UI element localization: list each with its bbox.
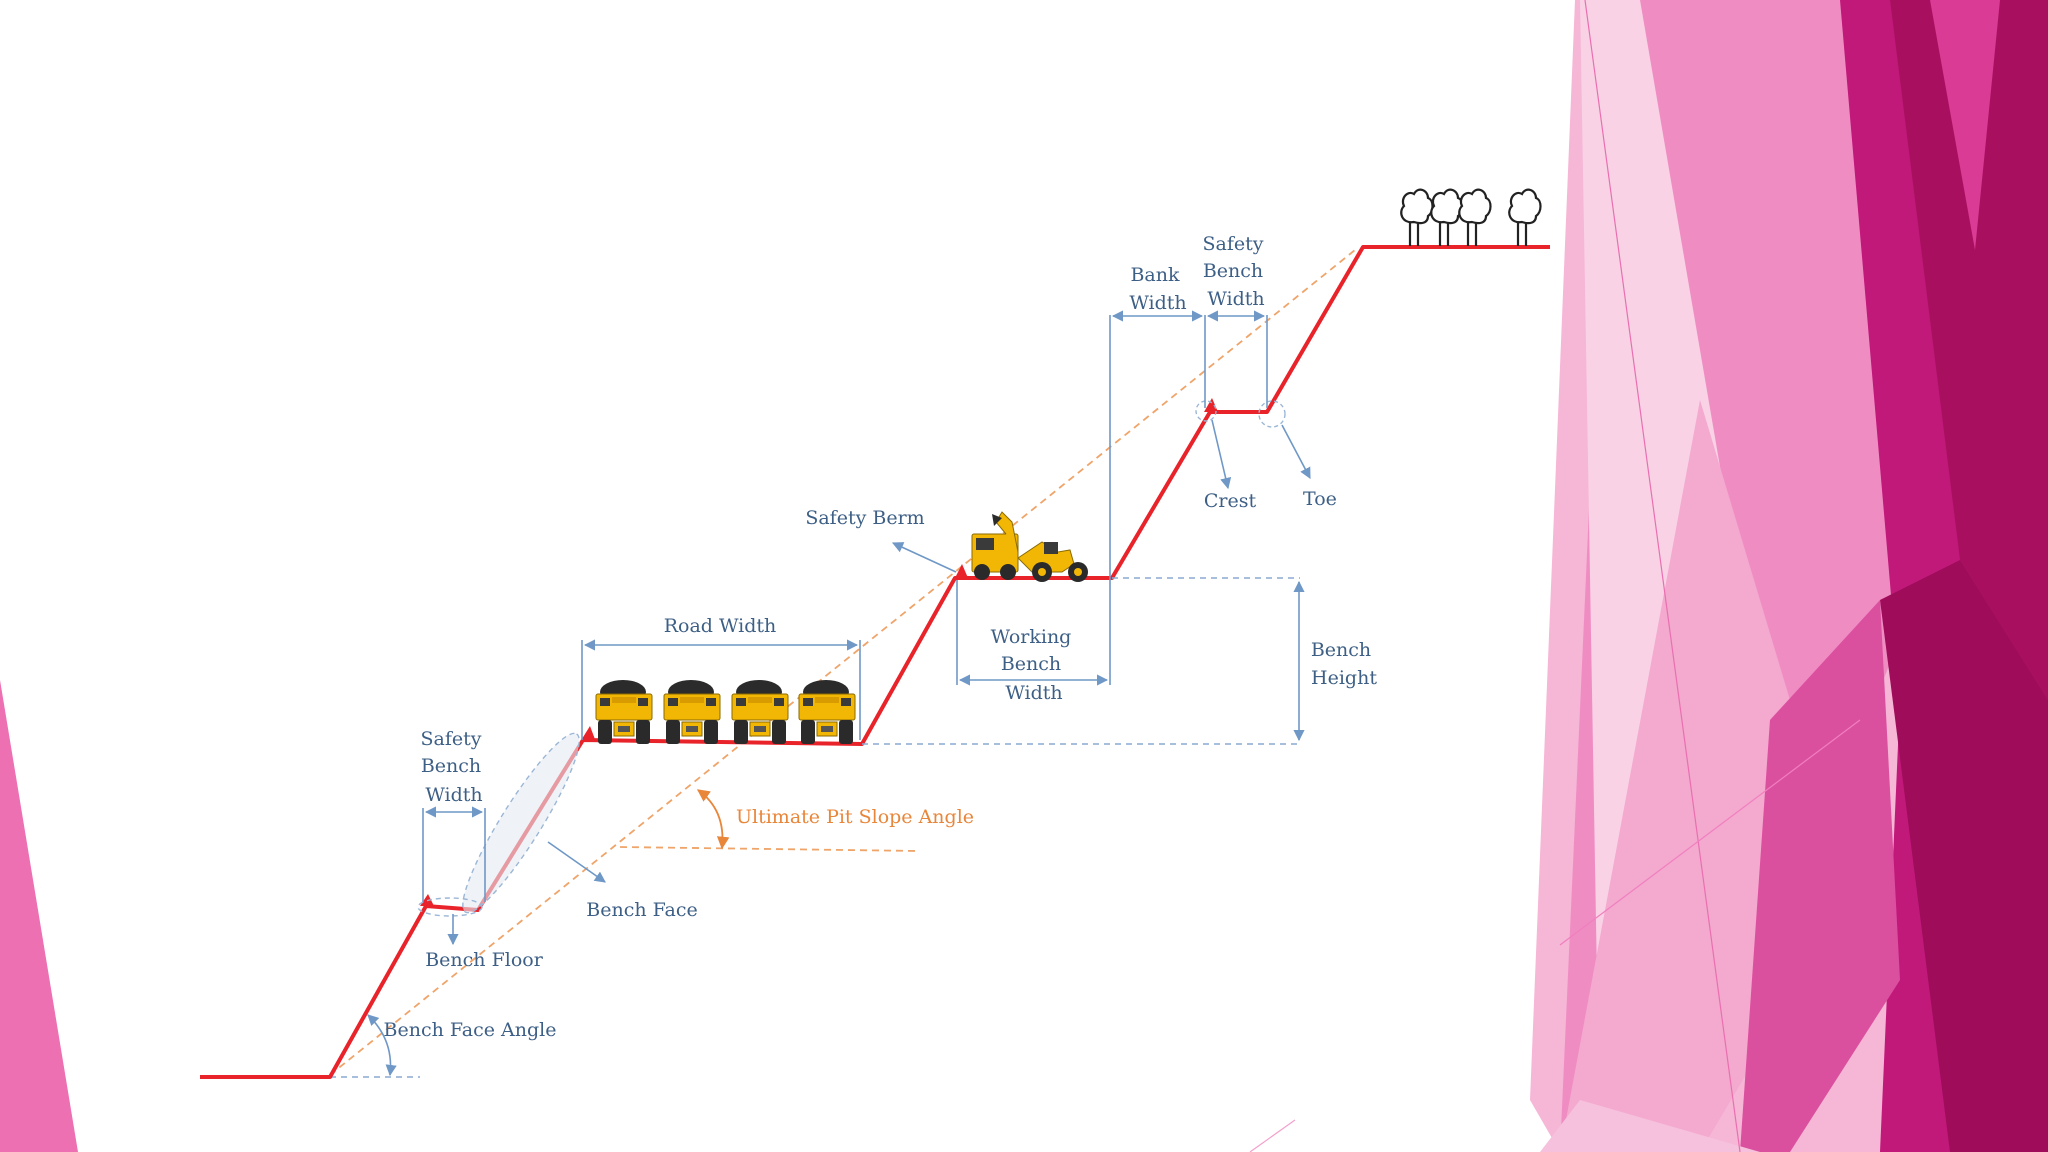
label-bench-face: Bench Face xyxy=(586,899,697,921)
haul-truck-icon xyxy=(798,679,856,745)
label-toe: Toe xyxy=(1303,488,1337,510)
label-safety-bench-width-bottom: Safety Bench Width xyxy=(420,728,487,806)
bench-face-highlight xyxy=(462,732,580,914)
haul-truck-icon xyxy=(731,679,789,745)
ultimate-pit-slope-baseline xyxy=(619,846,921,852)
ultimate-pit-slope-angle-arc xyxy=(696,789,730,850)
label-bench-height: Bench Height xyxy=(1311,639,1378,689)
label-safety-berm: Safety Berm xyxy=(805,507,924,529)
ultimate-pit-slope-line xyxy=(329,249,1356,1076)
label-crest: Crest xyxy=(1204,490,1257,512)
safety-berm-pointer xyxy=(891,542,957,573)
berm-marker xyxy=(1204,398,1218,412)
toe-highlight xyxy=(1258,400,1286,428)
label-bank-width: Bank Width xyxy=(1129,264,1186,314)
tree-icon xyxy=(1430,188,1464,248)
label-ultimate-pit-slope-angle: Ultimate Pit Slope Angle xyxy=(736,806,974,828)
toe-pointer xyxy=(1281,424,1311,479)
pit-profile-line xyxy=(200,245,1550,1079)
crest-highlight xyxy=(1195,400,1217,422)
haul-truck-icon xyxy=(663,679,721,745)
label-safety-bench-width-top: Safety Bench Width xyxy=(1202,233,1269,310)
haul-truck-icon xyxy=(595,679,653,745)
label-working-bench-width: Working Bench Width xyxy=(991,626,1078,704)
tree-icon xyxy=(1458,188,1492,248)
tree-icon xyxy=(1508,188,1542,248)
bench-face-angle-arc xyxy=(367,1014,397,1077)
berm-marker xyxy=(955,564,968,578)
tree-icon xyxy=(1400,188,1434,248)
berm-marker xyxy=(580,726,596,742)
wheel-loader-icon xyxy=(971,511,1088,582)
label-bench-floor: Bench Floor xyxy=(425,949,543,971)
crest-pointer xyxy=(1211,419,1232,490)
label-bench-face-angle: Bench Face Angle xyxy=(384,1019,557,1041)
berm-marker xyxy=(420,894,434,906)
label-road-width: Road Width xyxy=(664,615,777,637)
bench-face-pointer xyxy=(547,841,606,883)
bench-floor-highlight xyxy=(417,897,483,917)
